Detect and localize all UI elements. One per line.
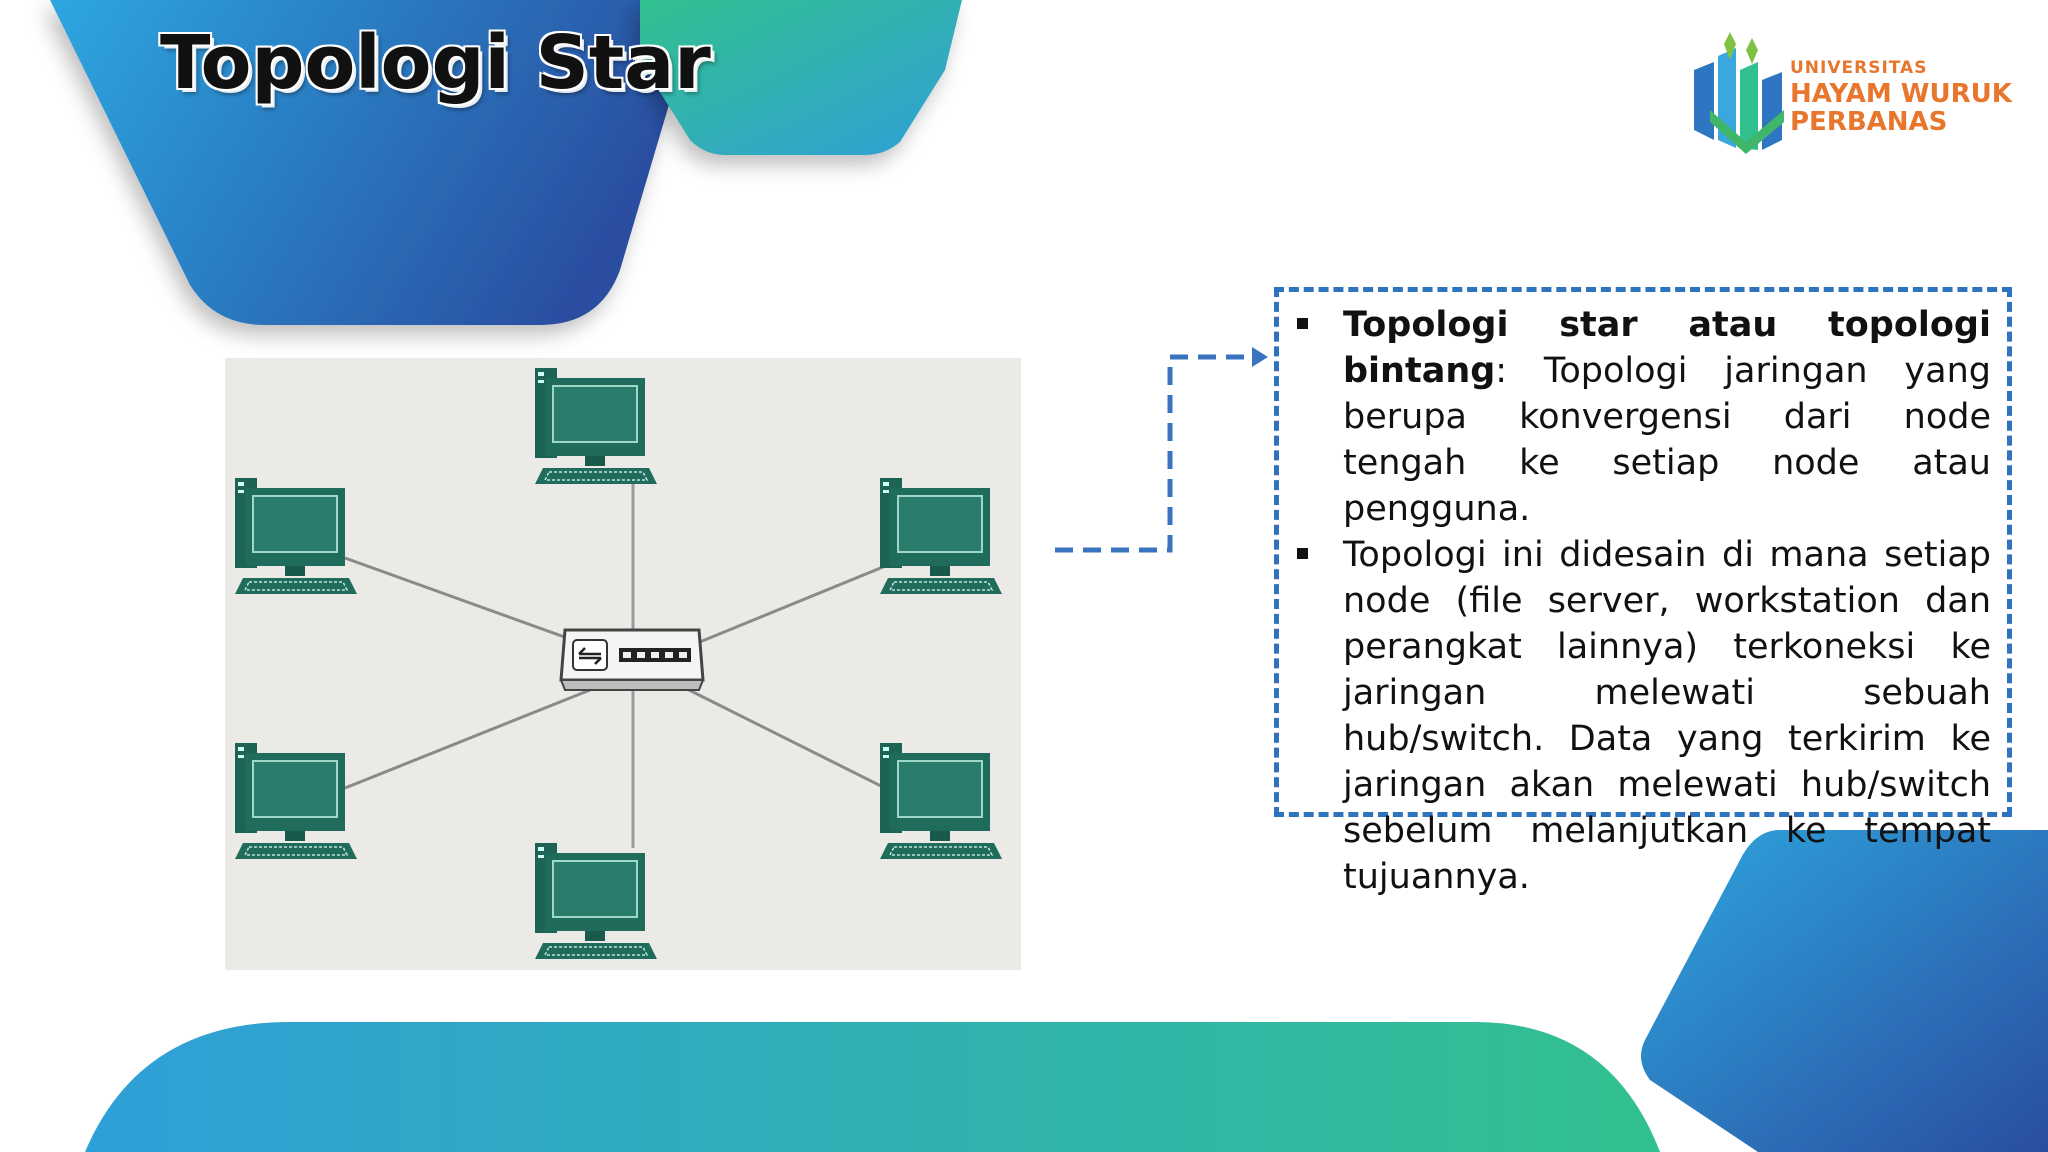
slide-title: Topologi Star (160, 20, 711, 106)
description-item-2-text: Topologi ini didesain di mana setiap nod… (1343, 535, 1991, 897)
description-item-1-term: Topologi star atau topologi bintang (1343, 305, 1991, 391)
computer-lower-left (234, 742, 358, 860)
description-item-1-separator: : (1495, 351, 1508, 391)
description-item-1: Topologi star atau topologi bintang: Top… (1297, 302, 1991, 532)
description-item-1-text: Topologi jaringan yang berupa konvergens… (1343, 351, 1991, 529)
bottom-band (85, 1022, 1660, 1152)
cable-lower-left (344, 686, 596, 790)
bullet-square-icon (1297, 548, 1308, 559)
cable-upper-left (344, 556, 596, 650)
star-topology-svg (234, 367, 1003, 960)
description-item-2: Topologi ini didesain di mana setiap nod… (1297, 532, 1991, 900)
description-box: Topologi star atau topologi bintang: Top… (1274, 287, 2012, 897)
star-topology-diagram (225, 358, 1021, 970)
cable-upper-right (684, 556, 906, 650)
top-small-hexagon (640, 0, 962, 155)
computer-upper-left (234, 477, 358, 595)
bottom-right-hexagon (1641, 830, 2048, 1152)
university-logo-emblem (1694, 32, 1784, 154)
computer-top (534, 367, 658, 485)
connector-arrow-line (1055, 354, 1255, 553)
logo-line-hayam-wuruk: HAYAM WURUK (1790, 79, 2012, 109)
university-logo-text: UNIVERSITAS HAYAM WURUK PERBANAS (1790, 58, 2012, 137)
top-left-hexagon (50, 0, 700, 325)
connector-arrow-head (1252, 347, 1268, 367)
bullet-square-icon (1297, 318, 1308, 329)
hub-switch-device (559, 628, 705, 691)
computer-bottom (534, 842, 658, 960)
cable-lower-right (684, 686, 906, 800)
logo-line-perbanas: PERBANAS (1790, 107, 1948, 137)
description-list: Topologi star atau topologi bintang: Top… (1297, 302, 1991, 900)
computer-upper-right (879, 477, 1003, 595)
computer-lower-right (879, 742, 1003, 860)
logo-line-universitas: UNIVERSITAS (1790, 58, 1928, 78)
